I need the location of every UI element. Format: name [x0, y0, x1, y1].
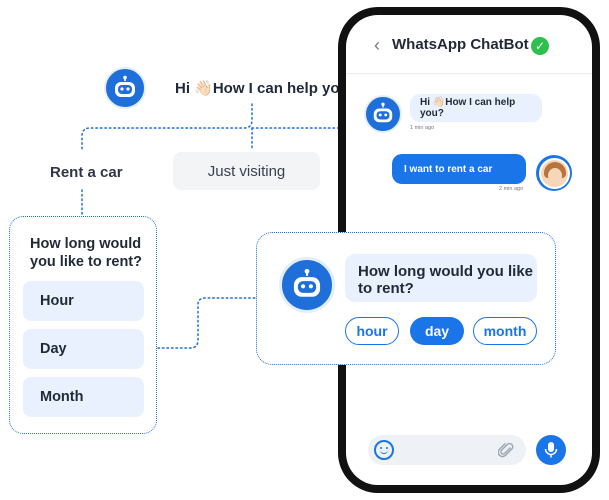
- rent-duration-card: How long would you like to rent? Hour Da…: [9, 216, 157, 434]
- microphone-icon: [544, 442, 558, 458]
- robot-icon: [373, 102, 393, 123]
- back-chevron-icon[interactable]: ‹: [374, 35, 380, 55]
- pill-day[interactable]: day: [410, 317, 464, 345]
- attach-paperclip-icon[interactable]: [498, 441, 514, 459]
- rent-question: How long would you like to rent?: [30, 236, 142, 270]
- bot-avatar: [104, 67, 146, 109]
- greeting-text: Hi 👋🏻How I can help you?: [175, 80, 358, 97]
- user-message: I want to rent a car: [392, 154, 526, 184]
- pill-hour[interactable]: hour: [345, 317, 399, 345]
- bot-message-time: 1 min ago: [410, 125, 435, 131]
- robot-icon: [115, 75, 135, 97]
- chat-header: ‹ WhatsApp ChatBot ✓: [346, 15, 592, 74]
- option-day[interactable]: Day: [23, 329, 144, 369]
- robot-icon: [293, 268, 321, 297]
- user-message-time: 2 min ago: [499, 186, 524, 192]
- option-hour[interactable]: Hour: [23, 281, 144, 321]
- bot-question: How long would you like to rent?: [345, 254, 537, 302]
- bot-avatar: [364, 95, 402, 133]
- bot-question-card: How long would you like to rent? hour da…: [256, 232, 556, 365]
- verified-check-icon: ✓: [531, 37, 549, 55]
- pill-month[interactable]: month: [473, 317, 537, 345]
- choice-just-visiting[interactable]: Just visiting: [173, 152, 320, 190]
- bot-message: Hi 👋🏻How I can help you?: [410, 94, 542, 122]
- bot-avatar: [279, 257, 335, 313]
- message-input[interactable]: [368, 435, 526, 465]
- user-avatar: [536, 155, 572, 191]
- choice-rent-a-car[interactable]: Rent a car: [50, 164, 123, 181]
- chat-title: WhatsApp ChatBot: [392, 36, 529, 53]
- emoji-icon[interactable]: [374, 440, 394, 460]
- option-month[interactable]: Month: [23, 377, 144, 417]
- microphone-button[interactable]: [536, 435, 566, 465]
